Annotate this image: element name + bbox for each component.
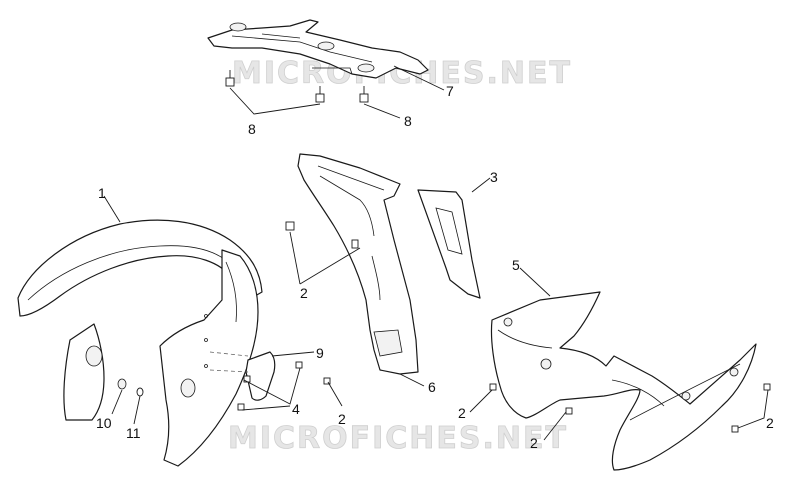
callout-2-right-a: 2 (458, 405, 466, 421)
callout-2-right-b: 2 (530, 435, 538, 451)
part-5-side-cover (490, 291, 757, 471)
callout-2-centre: 2 (300, 285, 308, 301)
part-7-bracket (207, 19, 429, 79)
watermark-bottom: MICROFICHES.NET (228, 421, 568, 456)
part-3-plate (417, 189, 481, 299)
callout-3: 3 (490, 169, 498, 185)
callout-10: 10 (96, 415, 112, 431)
callout-2-right-c: 2 (766, 415, 774, 431)
part-1-mudguard (17, 219, 263, 467)
part-8-screws (225, 70, 369, 103)
callout-6: 6 (428, 379, 436, 395)
callout-9: 9 (316, 345, 324, 361)
leader-lines (103, 65, 769, 441)
part-4-screws (237, 361, 303, 411)
part-2-screws-centre (285, 221, 359, 385)
callout-8-right: 8 (404, 113, 412, 129)
part-9-pad (209, 351, 276, 401)
callout-4: 4 (292, 401, 300, 417)
callout-labels: 1 2 2 2 2 2 3 4 5 6 7 8 8 9 10 11 (96, 83, 774, 451)
callout-8-left: 8 (248, 121, 256, 137)
callout-1: 1 (98, 185, 106, 201)
callout-11: 11 (126, 425, 141, 441)
parts-10-11-fasteners (117, 378, 144, 397)
callout-2-lower: 2 (338, 411, 346, 427)
callout-5: 5 (512, 257, 520, 273)
part-2-screws-right (489, 383, 771, 433)
part-6-stay (297, 153, 419, 375)
callout-7: 7 (446, 83, 454, 99)
